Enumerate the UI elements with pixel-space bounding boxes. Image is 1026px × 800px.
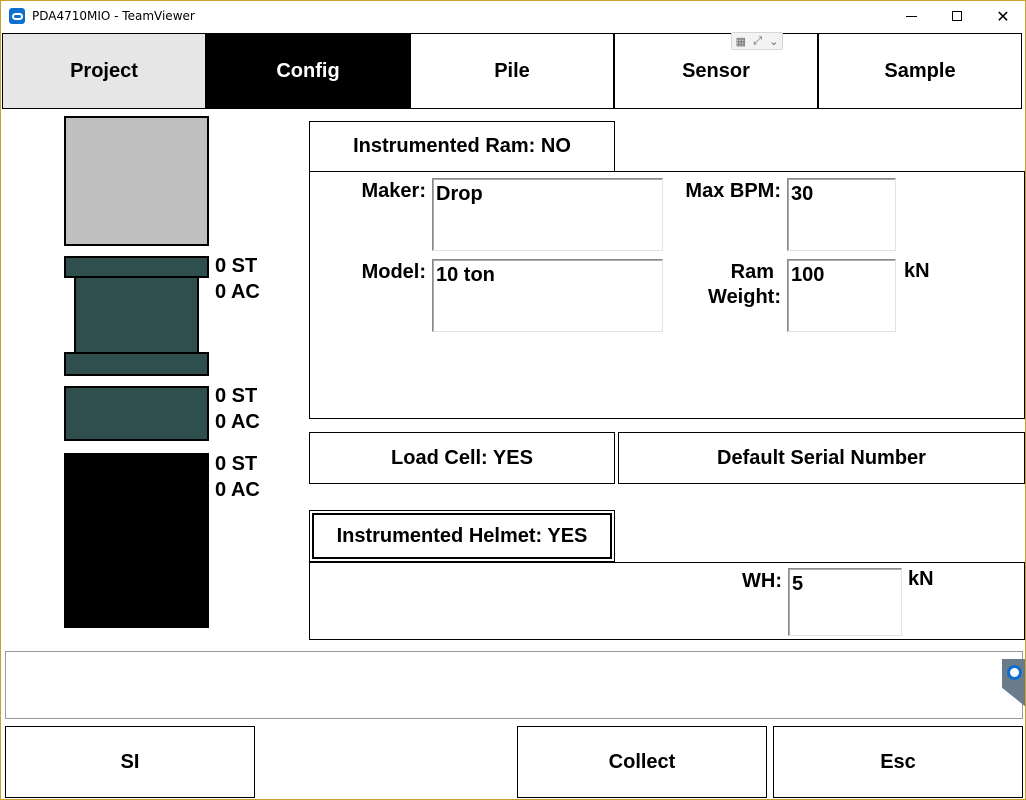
load-cell-label: Load Cell: YES — [391, 446, 533, 469]
collect-label: Collect — [608, 750, 676, 773]
helmet-bottom-flange[interactable] — [64, 352, 209, 376]
model-field[interactable]: 10 ton — [432, 259, 663, 332]
st-count: 0 ST — [215, 385, 258, 407]
collect-button[interactable]: Collect — [517, 726, 767, 798]
title-bar: PDA4710MIO - TeamViewer ✕ — [1, 1, 1025, 31]
wh-label: WH: — [742, 570, 782, 592]
ram-weight-unit: kN — [904, 260, 930, 282]
close-icon: ✕ — [996, 6, 1010, 26]
ram-weight-field[interactable]: 100 — [787, 259, 896, 332]
minimize-icon — [905, 15, 917, 17]
message-area — [5, 651, 1023, 719]
helmet-sensor-count: 0 ST 0 AC — [215, 253, 260, 305]
instrumented-helmet-toggle[interactable]: Instrumented Helmet: YES — [309, 510, 615, 562]
tab-config[interactable]: Config — [206, 33, 410, 109]
si-label: SI — [120, 750, 140, 773]
tab-label: Project — [70, 59, 138, 82]
pile-sensor-count: 0 ST 0 AC — [215, 451, 260, 503]
maker-label: Maker: — [361, 180, 426, 202]
grid-icon: ▦ — [735, 35, 746, 48]
model-label: Model: — [361, 261, 426, 283]
instrumented-ram-toggle[interactable]: Instrumented Ram: NO — [309, 121, 615, 172]
teamviewer-logo-icon — [9, 8, 25, 24]
ram-block[interactable] — [64, 116, 209, 246]
load-cell-toggle[interactable]: Load Cell: YES — [309, 432, 615, 484]
helmet-panel: WH: 5 kN — [309, 562, 1025, 640]
tab-sensor[interactable]: Sensor — [614, 33, 818, 109]
helmet-top-flange[interactable] — [64, 256, 209, 278]
max-bpm-label: Max BPM: — [685, 180, 781, 202]
ac-count: 0 AC — [215, 479, 260, 501]
tab-label: Sensor — [682, 59, 750, 82]
serial-number-button[interactable]: Default Serial Number — [618, 432, 1025, 484]
st-count: 0 ST — [215, 255, 258, 277]
ac-count: 0 AC — [215, 411, 260, 433]
ac-count: 0 AC — [215, 281, 260, 303]
close-button[interactable]: ✕ — [980, 1, 1025, 31]
cushion-sensor-count: 0 ST 0 AC — [215, 383, 260, 435]
tab-project[interactable]: Project — [2, 33, 206, 109]
tab-sample[interactable]: Sample — [818, 33, 1022, 109]
ram-weight-label-line1: Ram — [730, 261, 774, 283]
serial-number-label: Default Serial Number — [717, 446, 926, 469]
tab-label: Sample — [884, 59, 956, 82]
esc-label: Esc — [880, 750, 916, 773]
tab-pile[interactable]: Pile — [410, 33, 614, 109]
max-bpm-field[interactable]: 30 — [787, 178, 896, 251]
chevron-down-icon: ⌄ — [769, 35, 779, 48]
ram-weight-label-line2: Weight: — [708, 286, 781, 308]
window-title: PDA4710MIO - TeamViewer — [32, 9, 195, 23]
helmet-body[interactable] — [74, 276, 199, 354]
maximize-button[interactable] — [934, 1, 980, 31]
cushion-block[interactable] — [64, 386, 209, 441]
maker-field[interactable]: Drop — [432, 178, 663, 251]
pile-block[interactable] — [64, 453, 209, 628]
si-button[interactable]: SI — [5, 726, 255, 798]
wh-unit: kN — [908, 568, 934, 590]
teamviewer-icon — [1007, 665, 1022, 680]
tab-label: Config — [276, 59, 340, 82]
maximize-icon — [952, 11, 962, 21]
teamviewer-toolbar-handle[interactable]: ▦ ⤢ ⌄ — [731, 32, 783, 50]
tab-label: Pile — [494, 59, 530, 82]
minimize-button[interactable] — [888, 1, 934, 31]
instrumented-helmet-label: Instrumented Helmet: YES — [336, 524, 588, 547]
ram-weight-label: Ram Weight: — [650, 260, 781, 310]
st-count: 0 ST — [215, 453, 258, 475]
esc-button[interactable]: Esc — [773, 726, 1023, 798]
fullscreen-icon: ⤢ — [753, 34, 762, 47]
ram-panel: Maker: Drop Model: 10 ton Max BPM: 30 Ra… — [309, 171, 1025, 419]
instrumented-ram-label: Instrumented Ram: NO — [353, 135, 571, 157]
wh-field[interactable]: 5 — [788, 568, 902, 636]
